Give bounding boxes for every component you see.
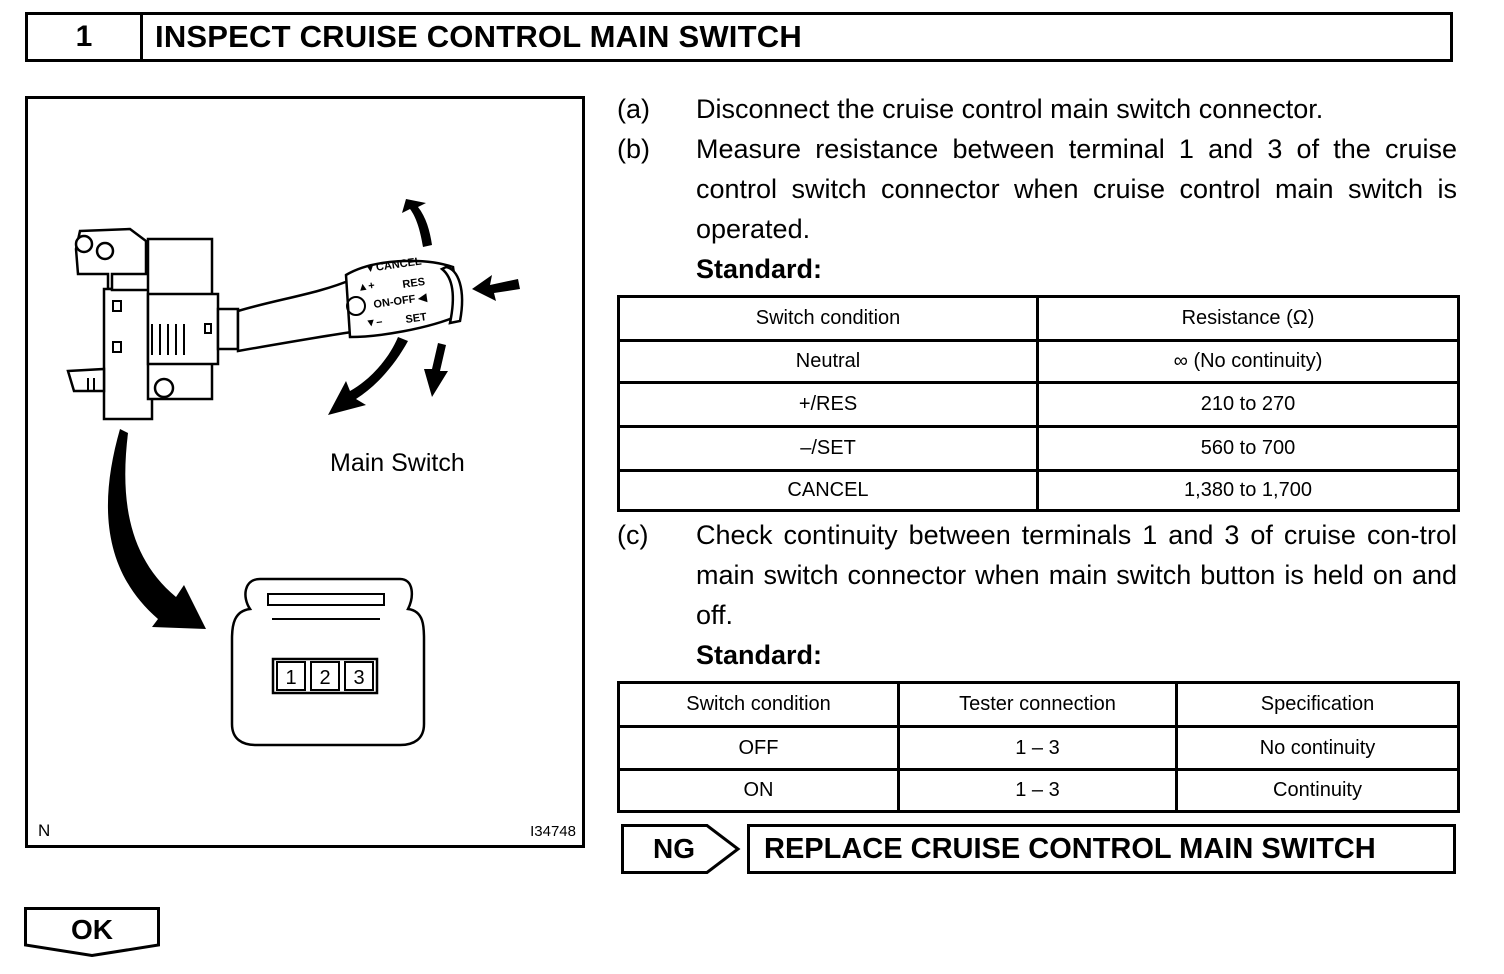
table1-cell: 1,380 to 1,700 <box>1036 469 1460 512</box>
switch-illustration: ▾ CANCEL RES ▲+ ON-OFF ◀ ▼– SET 1 2 <box>25 96 585 848</box>
table-row: Neutral ∞ (No continuity) <box>617 339 1460 384</box>
terminal-1: 1 <box>285 667 296 689</box>
table-row: +/RES 210 to 270 <box>617 381 1460 428</box>
terminal-3: 3 <box>353 667 364 689</box>
table2-cell: Continuity <box>1175 768 1460 813</box>
table1-cell: 560 to 700 <box>1036 425 1460 472</box>
ok-label: OK <box>71 914 113 945</box>
figure-id: I34748 <box>530 823 576 840</box>
table2-header-switch: Switch condition <box>617 681 900 728</box>
step-b-label: (b) <box>617 134 650 164</box>
ng-result-flag: NG <box>621 824 741 874</box>
figure-corner-code: N <box>38 821 51 840</box>
step-a-label: (a) <box>617 94 650 124</box>
continuity-table: Switch condition Tester connection Speci… <box>617 681 1460 813</box>
steps-ab: (a) Disconnect the cruise control main s… <box>617 89 1457 289</box>
standard-label-2: Standard: <box>696 640 823 670</box>
step-c-text: Check continuity between terminals 1 and… <box>696 520 1457 630</box>
step-b-text: Measure resistance between terminal 1 an… <box>696 134 1457 244</box>
main-switch-label: Main Switch <box>330 449 465 477</box>
table1-header-switch: Switch condition <box>617 295 1039 342</box>
standard-label-1: Standard: <box>696 254 823 284</box>
step-title: INSPECT CRUISE CONTROL MAIN SWITCH <box>155 19 802 54</box>
table1-cell: –/SET <box>617 425 1039 472</box>
resistance-table: Switch condition Resistance (Ω) Neutral … <box>617 295 1460 512</box>
step-a: (a) Disconnect the cruise control main s… <box>617 89 1457 129</box>
ng-action: REPLACE CRUISE CONTROL MAIN SWITCH <box>747 824 1456 874</box>
table1-cell: Neutral <box>617 339 1039 384</box>
lever-res-text: RES <box>402 276 426 291</box>
lever-minus-text: ▼– <box>365 316 384 330</box>
table2-cell: OFF <box>617 725 900 771</box>
steps-c: (c) Check continuity between terminals 1… <box>617 515 1457 675</box>
table-row: –/SET 560 to 700 <box>617 425 1460 472</box>
table2-cell: 1 – 3 <box>897 725 1178 771</box>
table1-cell: +/RES <box>617 381 1039 428</box>
switch-drawing: ▾ CANCEL RES ▲+ ON-OFF ◀ ▼– SET 1 2 <box>66 199 520 747</box>
table2-header-tester: Tester connection <box>897 681 1178 728</box>
step-c-label: (c) <box>617 520 649 550</box>
step-a-text: Disconnect the cruise control main switc… <box>696 94 1324 124</box>
step-b: (b) Measure resistance between terminal … <box>617 129 1457 249</box>
table-row: CANCEL 1,380 to 1,700 <box>617 469 1460 512</box>
table2-cell: ON <box>617 768 900 813</box>
ok-result-flag: OK <box>24 907 160 957</box>
connector-terminals: 1 2 3 <box>271 657 379 695</box>
step-number: 1 <box>28 15 143 59</box>
lever-set-text: SET <box>405 311 428 326</box>
table-row: OFF 1 – 3 No continuity <box>617 725 1460 771</box>
step-c: (c) Check continuity between terminals 1… <box>617 515 1457 635</box>
table2-cell: No continuity <box>1175 725 1460 771</box>
table2-header-spec: Specification <box>1175 681 1460 728</box>
lever-plus-text: ▲+ <box>357 280 376 294</box>
step-header: 1 INSPECT CRUISE CONTROL MAIN SWITCH <box>25 12 1453 62</box>
ng-label: NG <box>653 833 695 864</box>
table-row: ON 1 – 3 Continuity <box>617 768 1460 813</box>
table1-cell: ∞ (No continuity) <box>1036 339 1460 384</box>
table1-header-resistance: Resistance (Ω) <box>1036 295 1460 342</box>
lever-motion-arrows <box>107 199 520 629</box>
table1-cell: 210 to 270 <box>1036 381 1460 428</box>
terminal-2: 2 <box>319 667 330 689</box>
table2-cell: 1 – 3 <box>897 768 1178 813</box>
table1-cell: CANCEL <box>617 469 1039 512</box>
